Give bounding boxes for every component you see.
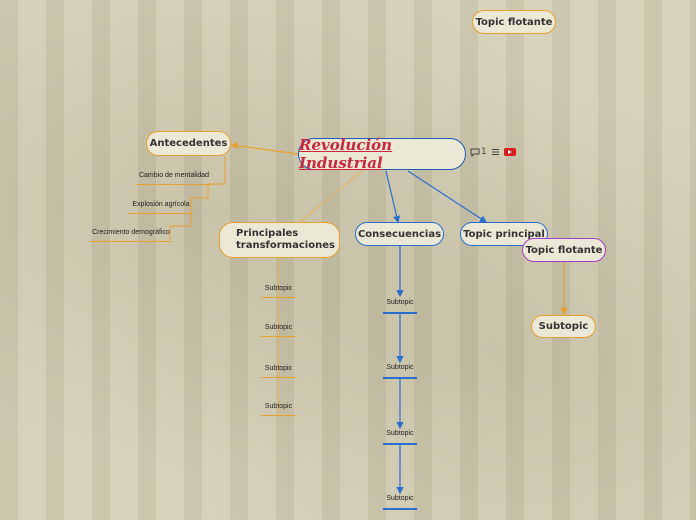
antecedentes-topic[interactable]: Antecedentes (146, 131, 231, 156)
antecedentes-subtopic-3[interactable]: Crecimiento demográfico (90, 229, 172, 242)
consecuencias-topic[interactable]: Consecuencias (355, 222, 444, 246)
antecedentes-subtopic-1[interactable]: Cambio de mentalidad (136, 172, 212, 185)
floating-topic-top[interactable]: Topic flotante (472, 10, 556, 34)
principales-subtopic-2[interactable]: Subtopic (261, 324, 296, 337)
consecuencias-subtopic-2[interactable]: Subtopic (383, 364, 417, 379)
central-topic-title: Revolución Industrial (299, 136, 393, 172)
antecedentes-label: Antecedentes (149, 138, 228, 149)
central-topic-icons: 1 (470, 147, 516, 157)
consecuencias-subtopic-1[interactable]: Subtopic (383, 299, 417, 314)
consecuencias-subtopic-3[interactable]: Subtopic (383, 430, 417, 445)
floating-topic-right-label: Topic flotante (525, 244, 603, 256)
consecuencias-subtopic-4[interactable]: Subtopic (383, 495, 417, 510)
antecedentes-subtopic-2[interactable]: Explosión agrícola (129, 201, 193, 214)
floating-subtopic-label: Subtopic (538, 321, 589, 332)
floating-subtopic[interactable]: Subtopic (531, 315, 596, 338)
floating-topic-top-label: Topic flotante (475, 16, 553, 28)
notes-icon[interactable] (491, 148, 500, 156)
comment-icon[interactable]: 1 (470, 147, 487, 157)
topic-principal-label: Topic principal (463, 228, 545, 240)
central-topic[interactable]: Revolución Industrial (298, 136, 466, 172)
principales-subtopic-4[interactable]: Subtopic (261, 403, 296, 416)
principales-subtopic-1[interactable]: Subtopic (261, 285, 296, 298)
youtube-icon[interactable] (503, 148, 516, 156)
comment-count: 1 (481, 147, 487, 157)
consecuencias-label: Consecuencias (357, 228, 442, 240)
principales-subtopic-3[interactable]: Subtopic (261, 365, 296, 378)
floating-topic-right[interactable]: Topic flotante (522, 238, 606, 262)
principales-label: Principales transformaciones (236, 228, 335, 251)
principales-transformaciones-topic[interactable]: Principales transformaciones (219, 222, 340, 258)
